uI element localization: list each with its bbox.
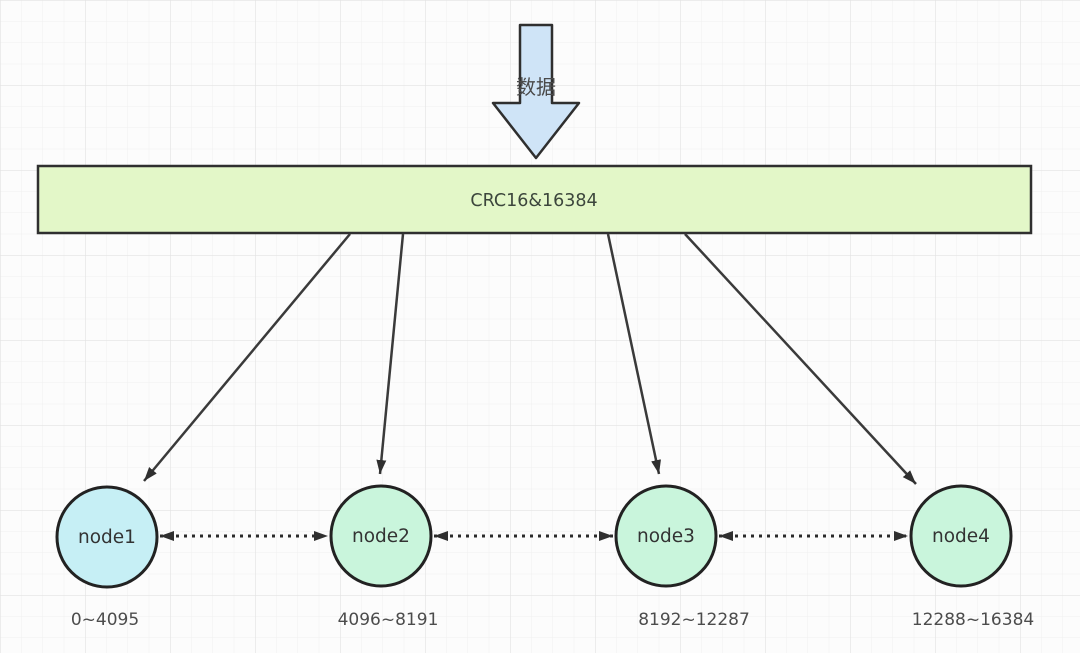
node-4: node4 12288~16384	[909, 484, 1034, 630]
node3-slot-range: 8192~12287	[638, 610, 750, 630]
node4-label: node4	[932, 526, 990, 547]
node2-slot-range: 4096~8191	[338, 610, 439, 630]
input-data-label: 数据	[516, 75, 556, 99]
node2-label: node2	[352, 526, 410, 547]
hash-box-rect	[36, 164, 1033, 235]
node1-slot-range: 0~4095	[71, 610, 139, 630]
node1-label: node1	[78, 527, 136, 548]
node-1: node1 0~4095	[55, 485, 159, 630]
node1-circle	[55, 485, 159, 589]
arrow-to-node4	[684, 233, 917, 485]
distribution-arrows	[143, 233, 917, 485]
arrow-to-node3	[606, 233, 661, 475]
hash-box-label: CRC16&16384	[470, 191, 597, 211]
node4-circle	[909, 484, 1013, 588]
hash-function-box: CRC16&16384	[36, 164, 1033, 235]
node-3: node3 8192~12287	[614, 484, 750, 630]
input-data-arrow: 数据	[491, 23, 581, 160]
node3-label: node3	[637, 526, 695, 547]
down-arrow-icon	[491, 23, 581, 160]
node2-circle	[329, 484, 433, 588]
arrow-to-node1	[143, 233, 351, 482]
arrow-to-node2	[376, 233, 405, 475]
node4-slot-range: 12288~16384	[912, 610, 1034, 630]
node3-circle	[614, 484, 718, 588]
node-2: node2 4096~8191	[329, 484, 439, 630]
